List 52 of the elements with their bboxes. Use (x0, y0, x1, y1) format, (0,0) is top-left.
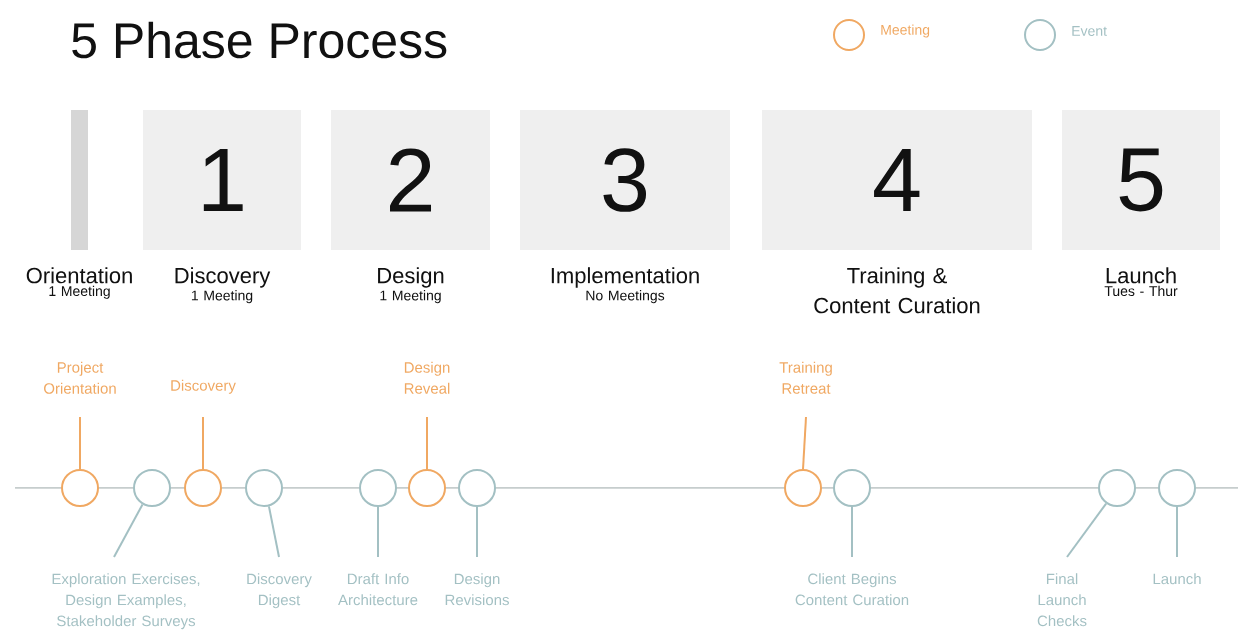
phase-box: 1 (143, 110, 301, 250)
timeline-circle (408, 469, 446, 507)
milestone-label: Draft Info Architecture (338, 573, 418, 606)
meeting-count: 1 Meeting (49, 285, 110, 299)
timeline-circle (245, 469, 283, 507)
timeline-circle (1098, 469, 1136, 507)
timeline-circle (458, 469, 496, 507)
leader-line (1176, 506, 1178, 558)
timeline-circle (359, 469, 397, 507)
leader-line (113, 503, 144, 558)
phase-heading: Training & Content Curation (814, 267, 980, 314)
meeting-count: No Meetings (586, 290, 665, 304)
leader-line (851, 506, 853, 558)
meeting-count: Tues - Thur (1104, 285, 1178, 297)
timeline-circle (61, 469, 99, 507)
leader-line (267, 505, 280, 558)
milestone-label: Training Retreat (779, 361, 832, 394)
phase-heading: Launch (1106, 267, 1176, 284)
legend-label: Event (1072, 26, 1107, 36)
leader-line (377, 506, 379, 558)
leader-line (426, 416, 428, 470)
phase-heading: Orientation (26, 267, 132, 284)
phase-heading: Discovery (175, 267, 271, 288)
meeting-count: 1 Meeting (380, 290, 441, 304)
phase-box: 2 (331, 110, 490, 250)
milestone-label: Design Reveal (404, 361, 450, 394)
milestone-label: Discovery (171, 379, 236, 394)
phase-box: 5 (1062, 110, 1220, 250)
leader-line (79, 416, 81, 470)
leader-line (476, 506, 478, 558)
phase-heading: Implementation (551, 267, 699, 288)
title: 5 Phase Process (72, 21, 447, 59)
milestone-label: Design Revisions (445, 573, 509, 606)
milestone-label: Discovery Digest (247, 573, 312, 609)
phase-heading: Design (378, 267, 444, 288)
leader-line (202, 416, 204, 470)
milestone-label: Project Orientation (44, 361, 116, 394)
phase-box: 3 (520, 110, 730, 250)
timeline-circle (784, 469, 822, 507)
leader-line (802, 416, 807, 470)
milestone-label: Launch (1153, 573, 1201, 585)
timeline-circle (833, 469, 871, 507)
milestone-label: Exploration Exercises, Design Examples, Stakeholder Surveys (52, 573, 200, 630)
leader-line (1066, 502, 1108, 558)
timeline-circle (133, 469, 171, 507)
milestone-label: Client Begins Content Curation (795, 573, 909, 606)
phase-box: 4 (762, 110, 1032, 250)
timeline-circle (1158, 469, 1196, 507)
timeline-circle (184, 469, 222, 507)
meeting-count: 1 Meeting (191, 290, 253, 304)
legend-label: Meeting (881, 24, 930, 38)
milestone-label: Final Launch Checks (1037, 573, 1087, 627)
